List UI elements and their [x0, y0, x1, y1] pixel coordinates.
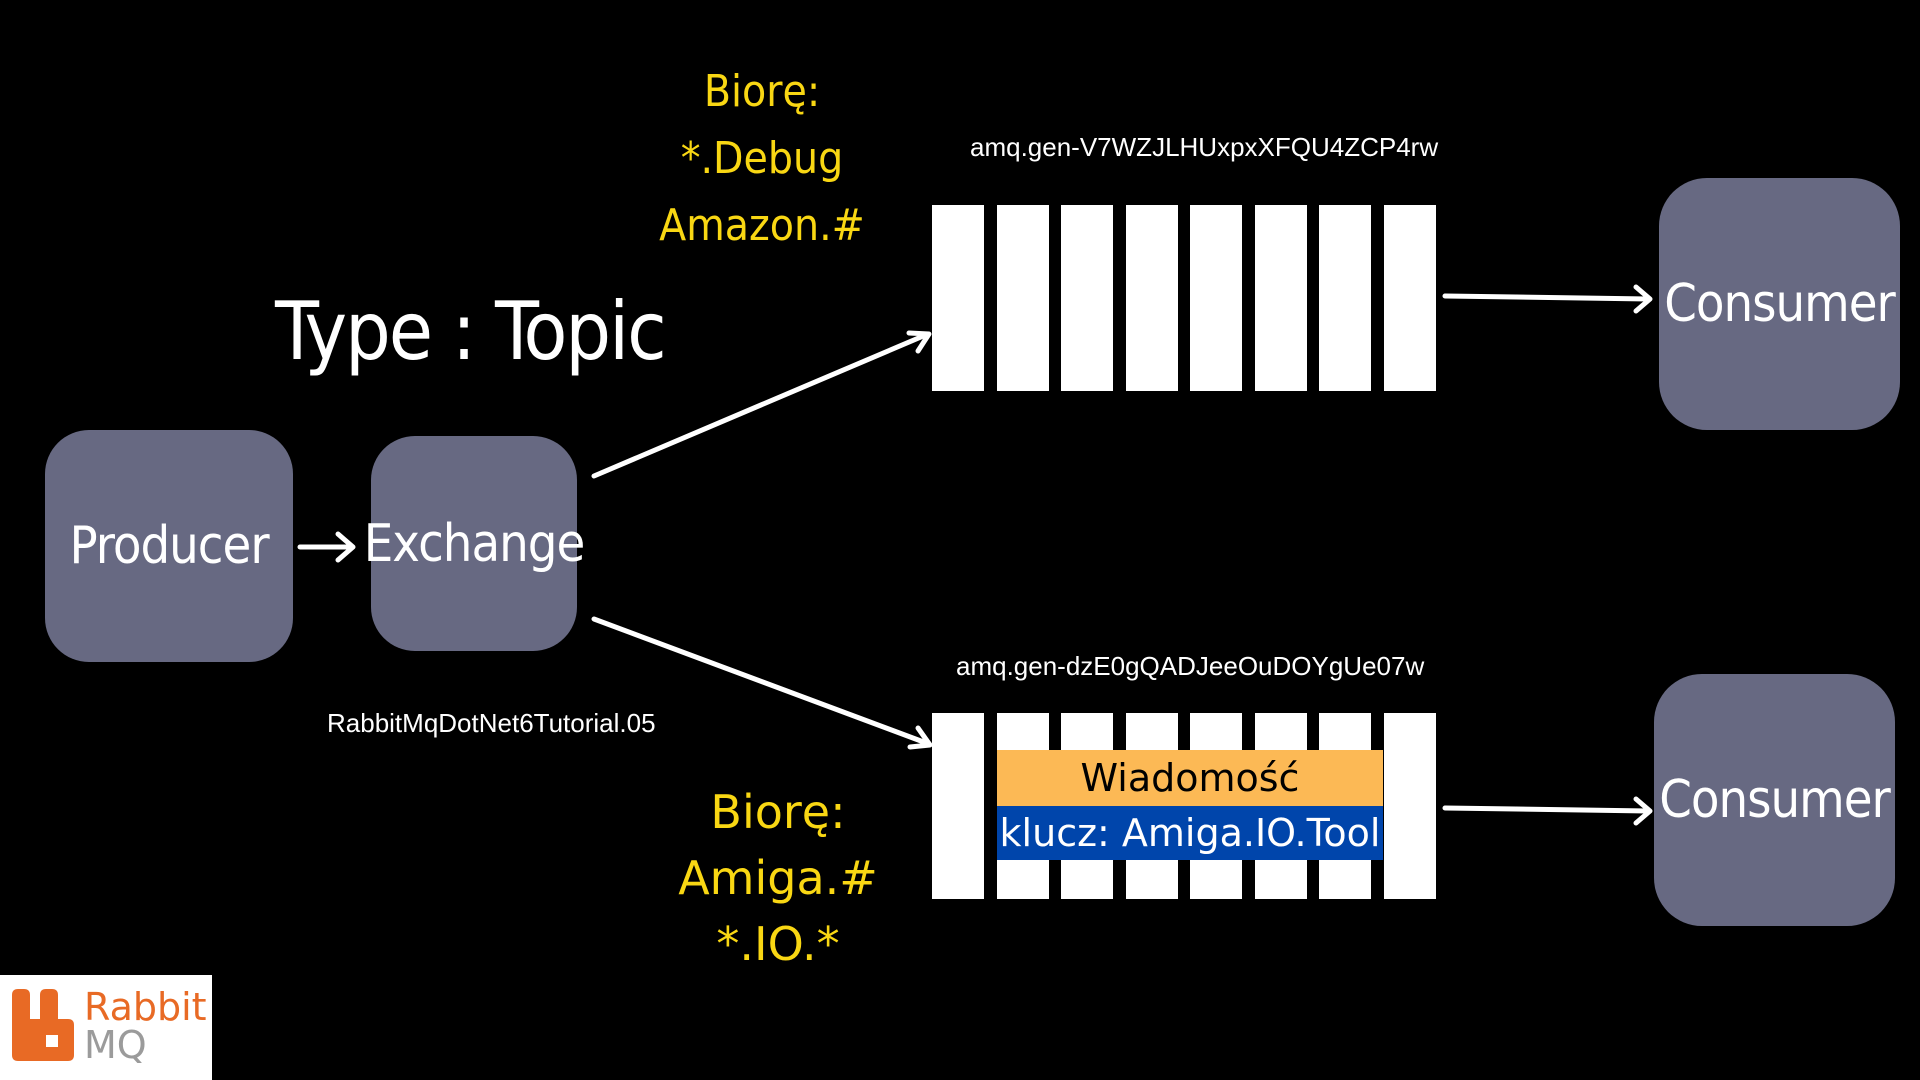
queue-2-binding-key-1: Amiga.# [678, 851, 878, 905]
queue-2-slot [932, 713, 984, 899]
message-title: Wiadomość [997, 750, 1383, 806]
queue-1-bindings: Biorę: *.Debug Amazon.# [659, 58, 865, 259]
queue-1-slot [1255, 205, 1307, 391]
queue-1-binding-key-1: *.Debug [680, 133, 844, 184]
queue-2-name: amq.gen-dzE0gQADJeeOuDOYgUe07w [956, 651, 1425, 681]
queue-2-binding-key-2: *.IO.* [716, 917, 840, 971]
message-card: Wiadomość klucz: Amiga.IO.Tool [997, 750, 1383, 860]
consumer-2-node: Consumer [1654, 674, 1895, 926]
queue-1-slot [932, 205, 984, 391]
queue-1-name: amq.gen-V7WZJLHUxpxXFQU4ZCP4rw [970, 132, 1439, 162]
queue-1-binding-header: Biorę: [703, 66, 821, 117]
arrow-exchange-to-queue-2 [591, 616, 933, 750]
queue-1-slot [1190, 205, 1242, 391]
consumer-1-label: Consumer [1664, 274, 1896, 334]
queue-2-binding-header: Biorę: [710, 785, 846, 839]
rabbitmq-logo-line2: MQ [84, 1023, 147, 1067]
queue-1-slot [1319, 205, 1371, 391]
producer-node: Producer [45, 430, 293, 662]
arrow-producer-to-exchange [297, 531, 356, 563]
consumer-1-node: Consumer [1659, 178, 1900, 430]
queue-1-slot [1126, 205, 1178, 391]
rabbitmq-logo-line1: Rabbit [84, 985, 207, 1029]
queue-2-slot [1384, 713, 1436, 899]
arrow-exchange-to-queue-1 [591, 330, 932, 479]
consumer-2-label: Consumer [1659, 770, 1891, 830]
exchange-name: RabbitMqDotNet6Tutorial.05 [327, 708, 656, 738]
exchange-label: Exchange [363, 513, 586, 574]
rabbitmq-logo: Rabbit MQ [0, 975, 212, 1080]
producer-label: Producer [69, 516, 269, 576]
queue-2-bindings: Biorę: Amiga.# *.IO.* [668, 779, 888, 977]
queue-1-binding-key-2: Amazon.# [659, 200, 865, 251]
arrow-queue-2-to-consumer [1442, 796, 1653, 826]
queue-1 [932, 205, 1436, 391]
exchange-node: Exchange [364, 436, 585, 651]
message-routing-key: klucz: Amiga.IO.Tool [997, 806, 1383, 860]
queue-1-slot [1061, 205, 1113, 391]
queue-1-slot [1384, 205, 1436, 391]
rabbitmq-logo-mark [12, 989, 74, 1061]
diagram-title: Type : Topic [275, 285, 667, 378]
arrow-queue-1-to-consumer [1442, 284, 1653, 314]
queue-1-slot [997, 205, 1049, 391]
